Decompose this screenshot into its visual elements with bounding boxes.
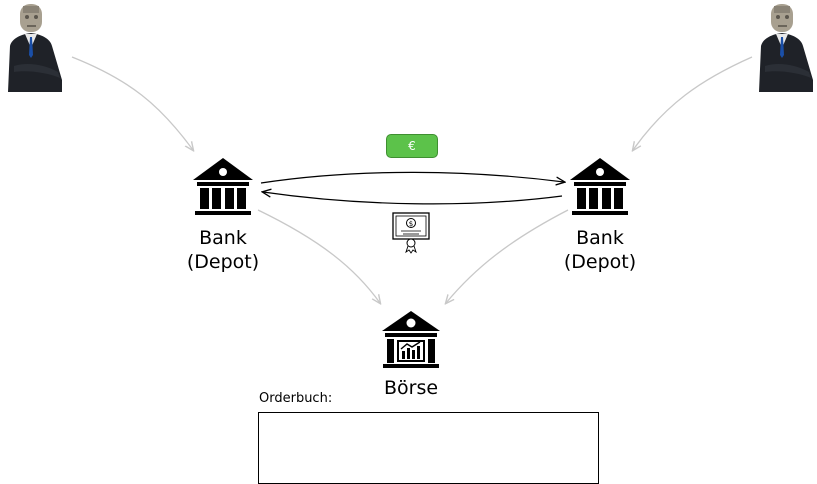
certificate-icon: $ — [392, 212, 430, 254]
bank-left-label: Bank (Depot) — [183, 226, 263, 274]
arrow-bank-right-to-exchange — [446, 209, 569, 303]
arrow-bank-right-to-left — [263, 192, 563, 205]
arrow-person-right-to-bank — [633, 56, 753, 150]
bank-left-line1: Bank — [199, 227, 247, 249]
arrow-bank-left-to-exchange — [257, 209, 380, 303]
euro-label: € — [408, 139, 416, 153]
bank-right-line2: (Depot) — [563, 251, 637, 273]
stock-exchange-icon — [382, 311, 440, 368]
bank-right-label: Bank (Depot) — [560, 226, 640, 274]
svg-text:$: $ — [409, 220, 413, 228]
arrow-person-left-to-bank — [71, 56, 193, 150]
bank-right-line1: Bank — [576, 227, 624, 249]
bank-icon-left — [193, 158, 253, 215]
orderbook-box — [258, 412, 599, 484]
exchange-label: Börse — [383, 377, 439, 399]
euro-payment-badge: € — [386, 134, 438, 158]
bank-icon-right — [570, 158, 630, 215]
businessman-icon-right — [759, 4, 813, 92]
arrow-bank-left-to-right — [260, 171, 564, 183]
bank-left-line2: (Depot) — [186, 251, 260, 273]
orderbook-label: Orderbuch: — [259, 391, 333, 406]
businessman-icon-left — [8, 4, 62, 92]
